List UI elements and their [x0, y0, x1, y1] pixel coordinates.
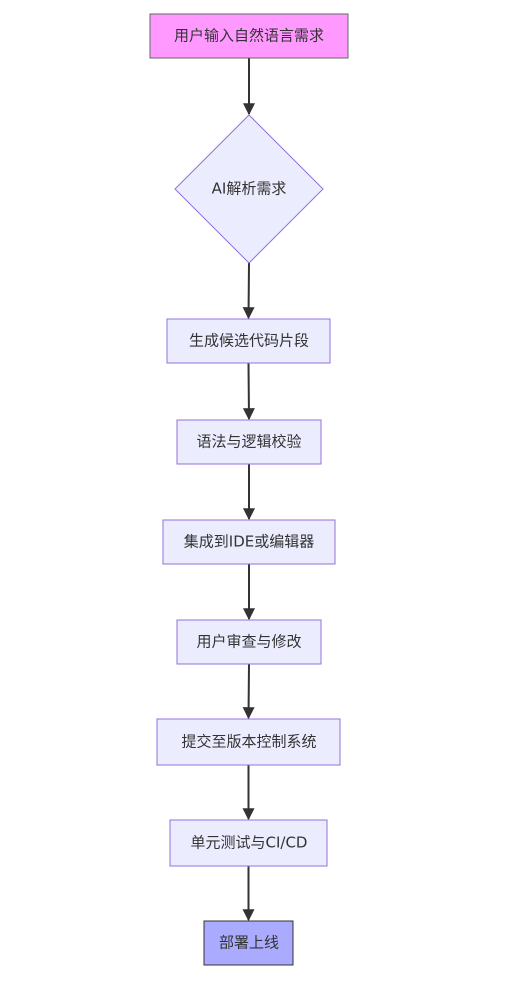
edge-arrow — [242, 362, 255, 421]
node-shape — [169, 819, 328, 867]
node-label: 语法与逻辑校验 — [196, 433, 301, 451]
node-label: 单元测试与CI/CD — [191, 834, 308, 852]
node-generate-code: 生成候选代码片段 — [166, 318, 331, 364]
node-label: 用户审查与修改 — [196, 633, 301, 651]
node-shape — [176, 619, 322, 665]
node-ai-parse: AI解析需求 — [174, 114, 324, 264]
node-shape — [203, 920, 294, 966]
edge-arrow — [242, 663, 255, 720]
node-label: 提交至版本控制系统 — [181, 733, 316, 751]
edges — [242, 58, 255, 922]
node-deploy: 部署上线 — [203, 920, 294, 966]
node-label: 生成候选代码片段 — [189, 332, 309, 350]
node-integrate-ide: 集成到IDE或编辑器 — [162, 519, 336, 565]
node-shape — [174, 114, 324, 264]
node-shape — [149, 13, 349, 59]
node-unit-test-ci: 单元测试与CI/CD — [169, 819, 328, 867]
node-commit-vcs: 提交至版本控制系统 — [156, 718, 341, 766]
node-shape — [162, 519, 336, 565]
node-shape — [156, 718, 341, 766]
node-syntax-check: 语法与逻辑校验 — [176, 419, 322, 465]
node-shape — [176, 419, 322, 465]
node-user-input: 用户输入自然语言需求 — [149, 13, 349, 59]
node-user-review: 用户审查与修改 — [176, 619, 322, 665]
node-label: 集成到IDE或编辑器 — [184, 533, 314, 551]
node-label: 用户输入自然语言需求 — [174, 27, 324, 45]
node-label: 部署上线 — [219, 934, 279, 952]
node-shape — [166, 318, 331, 364]
node-label: AI解析需求 — [212, 180, 287, 198]
edge-arrow — [242, 262, 255, 320]
